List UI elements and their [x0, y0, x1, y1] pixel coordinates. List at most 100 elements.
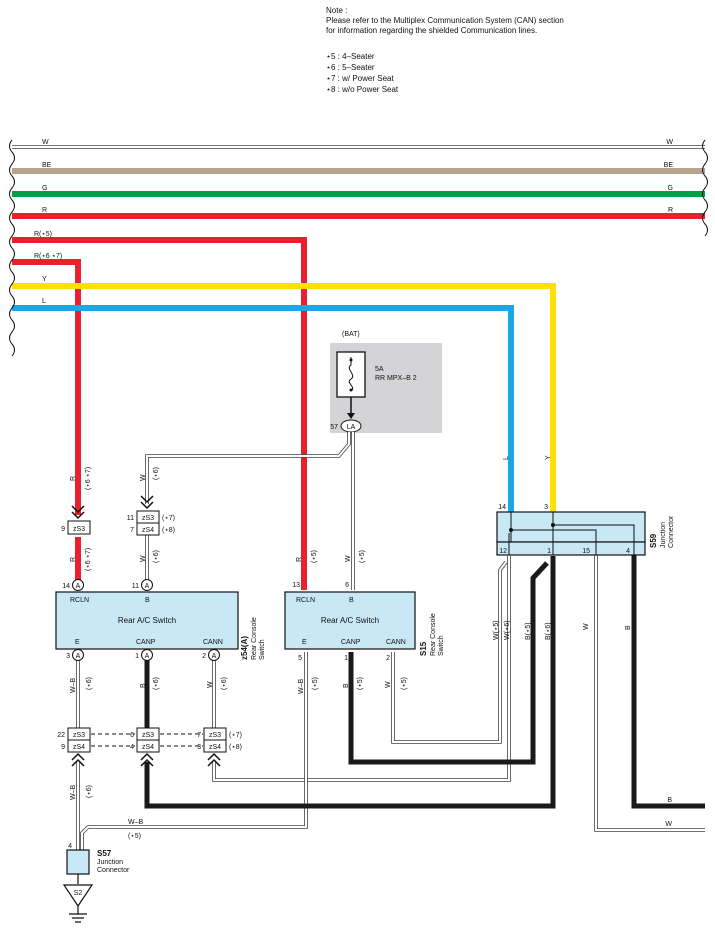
- svg-text:L: L: [503, 456, 510, 460]
- svg-text:(⋆5): (⋆5): [359, 550, 366, 563]
- svg-text:E: E: [75, 639, 80, 646]
- bus-label: W: [666, 139, 673, 146]
- bus-line-y: [12, 283, 556, 512]
- legend-item: ⋆6 : 5–Seater: [326, 63, 375, 72]
- svg-text:1: 1: [344, 655, 348, 662]
- svg-text:A: A: [145, 653, 150, 660]
- svg-text:12: 12: [499, 548, 507, 555]
- svg-text:S57: S57: [97, 849, 112, 858]
- conn-zs3: [67, 520, 91, 535]
- svg-text:A: A: [145, 583, 150, 590]
- svg-text:(⋆8): (⋆8): [162, 527, 175, 534]
- legend-item: ⋆5 : 4–Seater: [326, 52, 375, 61]
- switch-body: [284, 591, 416, 650]
- note-block: Note : Please refer to the Multiplex Com…: [326, 6, 564, 96]
- svg-text:E: E: [302, 639, 307, 646]
- svg-text:1: 1: [135, 653, 139, 660]
- svg-text:z54(A): z54(A): [240, 636, 249, 660]
- svg-text:(⋆7): (⋆7): [162, 515, 175, 522]
- chevron-down-icon: [71, 505, 85, 520]
- svg-text:(⋆5): (⋆5): [357, 677, 364, 690]
- svg-text:Rear A/C Switch: Rear A/C Switch: [118, 616, 176, 625]
- ground-s2: S2: [62, 884, 94, 923]
- svg-text:(⋆5): (⋆5): [312, 677, 319, 690]
- svg-text:W: W: [140, 555, 147, 562]
- svg-text:15: 15: [582, 548, 590, 555]
- svg-text:zS4: zS4: [142, 744, 154, 751]
- svg-text:Switch: Switch: [259, 639, 266, 660]
- junction-s59: 14 3 12 1 15 4 S59 Junction Connector: [496, 504, 675, 556]
- svg-text:Rear Console: Rear Console: [251, 617, 258, 660]
- w-wires: [76, 432, 705, 850]
- note-line-2: for information regarding the shielded C…: [326, 26, 538, 35]
- svg-text:2: 2: [386, 655, 390, 662]
- fuse-icon: [348, 357, 354, 392]
- ground-icon: [62, 884, 94, 908]
- bus-label: R: [42, 207, 47, 214]
- svg-text:11: 11: [132, 583, 139, 590]
- bus-label: G: [668, 185, 673, 192]
- bus-label: BE: [664, 162, 674, 169]
- svg-text:1: 1: [547, 548, 551, 555]
- chevron-up-icon: [140, 752, 154, 767]
- junction-s57: 4 S57 Junction Connector: [66, 843, 130, 884]
- svg-text:A: A: [76, 653, 81, 660]
- conn-zs4: [67, 739, 91, 753]
- svg-text:A: A: [76, 583, 81, 590]
- svg-text:Connector: Connector: [668, 515, 675, 548]
- svg-text:CANP: CANP: [341, 639, 361, 646]
- bus-label: Y: [42, 276, 47, 283]
- svg-text:W: W: [385, 681, 392, 688]
- svg-text:3: 3: [66, 653, 70, 660]
- fuse-rating: 5A: [375, 366, 384, 373]
- chevron-up-icon: [71, 752, 85, 767]
- svg-text:W: W: [665, 821, 672, 828]
- bus-label: R: [668, 207, 673, 214]
- svg-text:(⋆8): (⋆8): [229, 744, 242, 751]
- svg-text:zS4: zS4: [142, 527, 154, 534]
- bus-label: R(⋆5): [34, 231, 52, 238]
- svg-text:(⋆7): (⋆7): [229, 732, 242, 739]
- svg-text:RCLN: RCLN: [70, 597, 89, 604]
- svg-text:(⋆6): (⋆6): [153, 550, 160, 563]
- svg-text:R: R: [70, 557, 77, 562]
- fuse-name: RR MPX–B 2: [375, 375, 417, 382]
- bus-lines: [9, 139, 708, 590]
- svg-text:(⋆6): (⋆6): [86, 785, 93, 798]
- arrow-icon: [347, 413, 355, 419]
- svg-text:Rear Console: Rear Console: [430, 613, 437, 656]
- bus-label: G: [42, 185, 47, 192]
- note-title: Note :: [326, 6, 348, 15]
- svg-text:Y: Y: [545, 455, 552, 460]
- svg-text:zS3: zS3: [73, 732, 85, 739]
- note-line-1: Please refer to the Multiplex Communicat…: [326, 16, 564, 25]
- svg-text:4: 4: [626, 548, 630, 555]
- svg-text:zS4: zS4: [209, 744, 221, 751]
- svg-text:(⋆6): (⋆6): [153, 467, 160, 480]
- bus-line-l: [12, 305, 514, 512]
- break-mark: [9, 139, 15, 357]
- conn-zs4: [203, 739, 227, 753]
- splice-connectors: zS3 9 zS3 zS4 11 7 (⋆7) (⋆8) zS3 zS4 22 …: [57, 495, 242, 767]
- svg-text:4: 4: [68, 843, 72, 850]
- svg-text:5: 5: [298, 655, 302, 662]
- svg-text:S2: S2: [74, 890, 83, 897]
- chevron-down-icon: [140, 495, 154, 510]
- svg-text:(⋆6 ⋆7): (⋆6 ⋆7): [85, 548, 92, 571]
- bus-line-r67: [12, 259, 81, 515]
- svg-text:CANN: CANN: [386, 639, 406, 646]
- conn-zs4: [136, 522, 160, 536]
- bus-label: R(⋆6 ⋆7): [34, 253, 62, 260]
- svg-text:(⋆6 ⋆7): (⋆6 ⋆7): [85, 467, 92, 490]
- svg-text:B(⋆5): B(⋆5): [525, 622, 532, 640]
- svg-text:4: 4: [130, 744, 134, 751]
- dashed-link: [91, 733, 203, 747]
- svg-text:W(⋆5): W(⋆5): [493, 620, 500, 640]
- bus-line-r5: [12, 237, 307, 590]
- svg-text:W(⋆6): W(⋆6): [504, 620, 511, 640]
- svg-text:(⋆5): (⋆5): [128, 833, 141, 840]
- break-mark: [702, 139, 708, 237]
- svg-text:B: B: [145, 597, 150, 604]
- conn-la-id: LA: [347, 424, 356, 431]
